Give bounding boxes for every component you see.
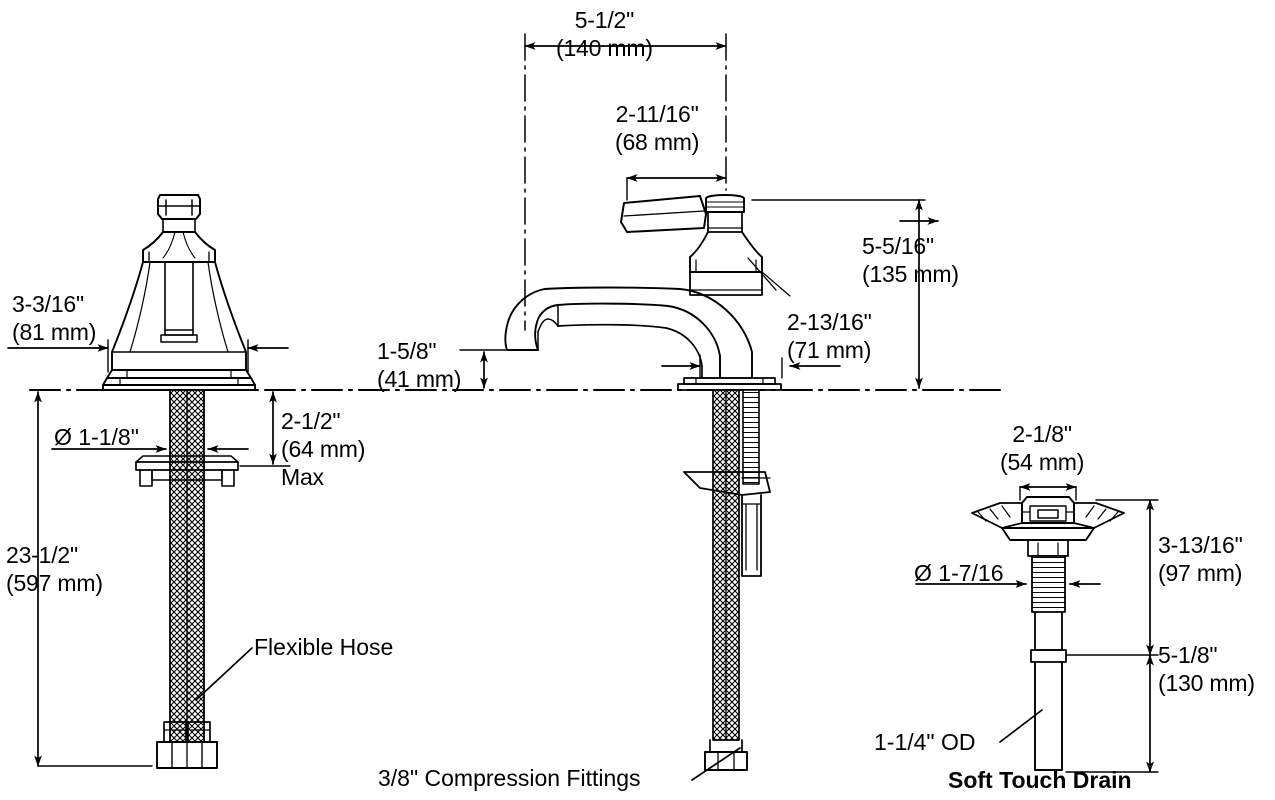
dim-label-handle-height: 5-5/16" (135 mm) <box>862 233 959 288</box>
dim-body-width <box>661 354 841 379</box>
dim-hose-length <box>34 391 153 767</box>
dim-drain-upper <box>1065 499 1159 656</box>
callout-flexible-hose: Flexible Hose <box>254 634 394 660</box>
center-shank-and-hose <box>683 389 771 771</box>
dim-label-drain-upper: 3-13/16" (97 mm) <box>1158 532 1243 587</box>
dim-label-body-width: 2-13/16" (71 mm) <box>787 309 872 364</box>
dim-valve-width <box>7 339 289 373</box>
dim-label-deck-max: 2-1/2" (64 mm) Max <box>281 408 366 491</box>
dim-label-valve-width: 3-3/16" (81 mm) <box>12 291 97 346</box>
leader-compression-fittings <box>691 747 741 781</box>
dim-label-handle-offset: 2-11/16" (68 mm) <box>615 101 700 156</box>
left-flexible-hose <box>135 389 239 769</box>
dim-drain-width <box>1019 483 1077 501</box>
dim-label-hose-length: 23-1/2" (597 mm) <box>6 542 103 597</box>
center-spout-assembly <box>504 194 791 391</box>
dim-drain-lower <box>1065 654 1159 773</box>
dim-label-drain-width: 2-1/8" (54 mm) <box>1000 421 1085 476</box>
leader-flexible-hose <box>195 647 253 701</box>
callout-compression-fittings: 3/8" Compression Fittings <box>378 765 641 791</box>
dim-label-drain-lower: 5-1/8" (130 mm) <box>1158 642 1255 697</box>
soft-touch-drain-assembly <box>971 496 1125 771</box>
dim-label-shank-diameter: Ø 1-1/8" <box>54 424 139 450</box>
dim-handle-height <box>751 199 939 389</box>
dim-deck-max <box>239 391 291 467</box>
dim-spout-clearance <box>459 349 509 389</box>
leader-tailpiece-od <box>999 709 1043 743</box>
callout-drain-title: Soft Touch Drain <box>948 767 1132 793</box>
left-valve-assembly <box>102 194 256 391</box>
dim-label-drain-thread-diameter: Ø 1-7/16 <box>914 560 1004 586</box>
dim-label-spout-clearance: 1-5/8" (41 mm) <box>377 338 462 393</box>
dim-handle-offset <box>626 174 727 201</box>
dim-top-width <box>524 33 727 331</box>
callout-tailpiece-od: 1-1/4" OD <box>874 729 976 755</box>
dim-label-top-width: 5-1/2" (140 mm) <box>556 7 653 62</box>
